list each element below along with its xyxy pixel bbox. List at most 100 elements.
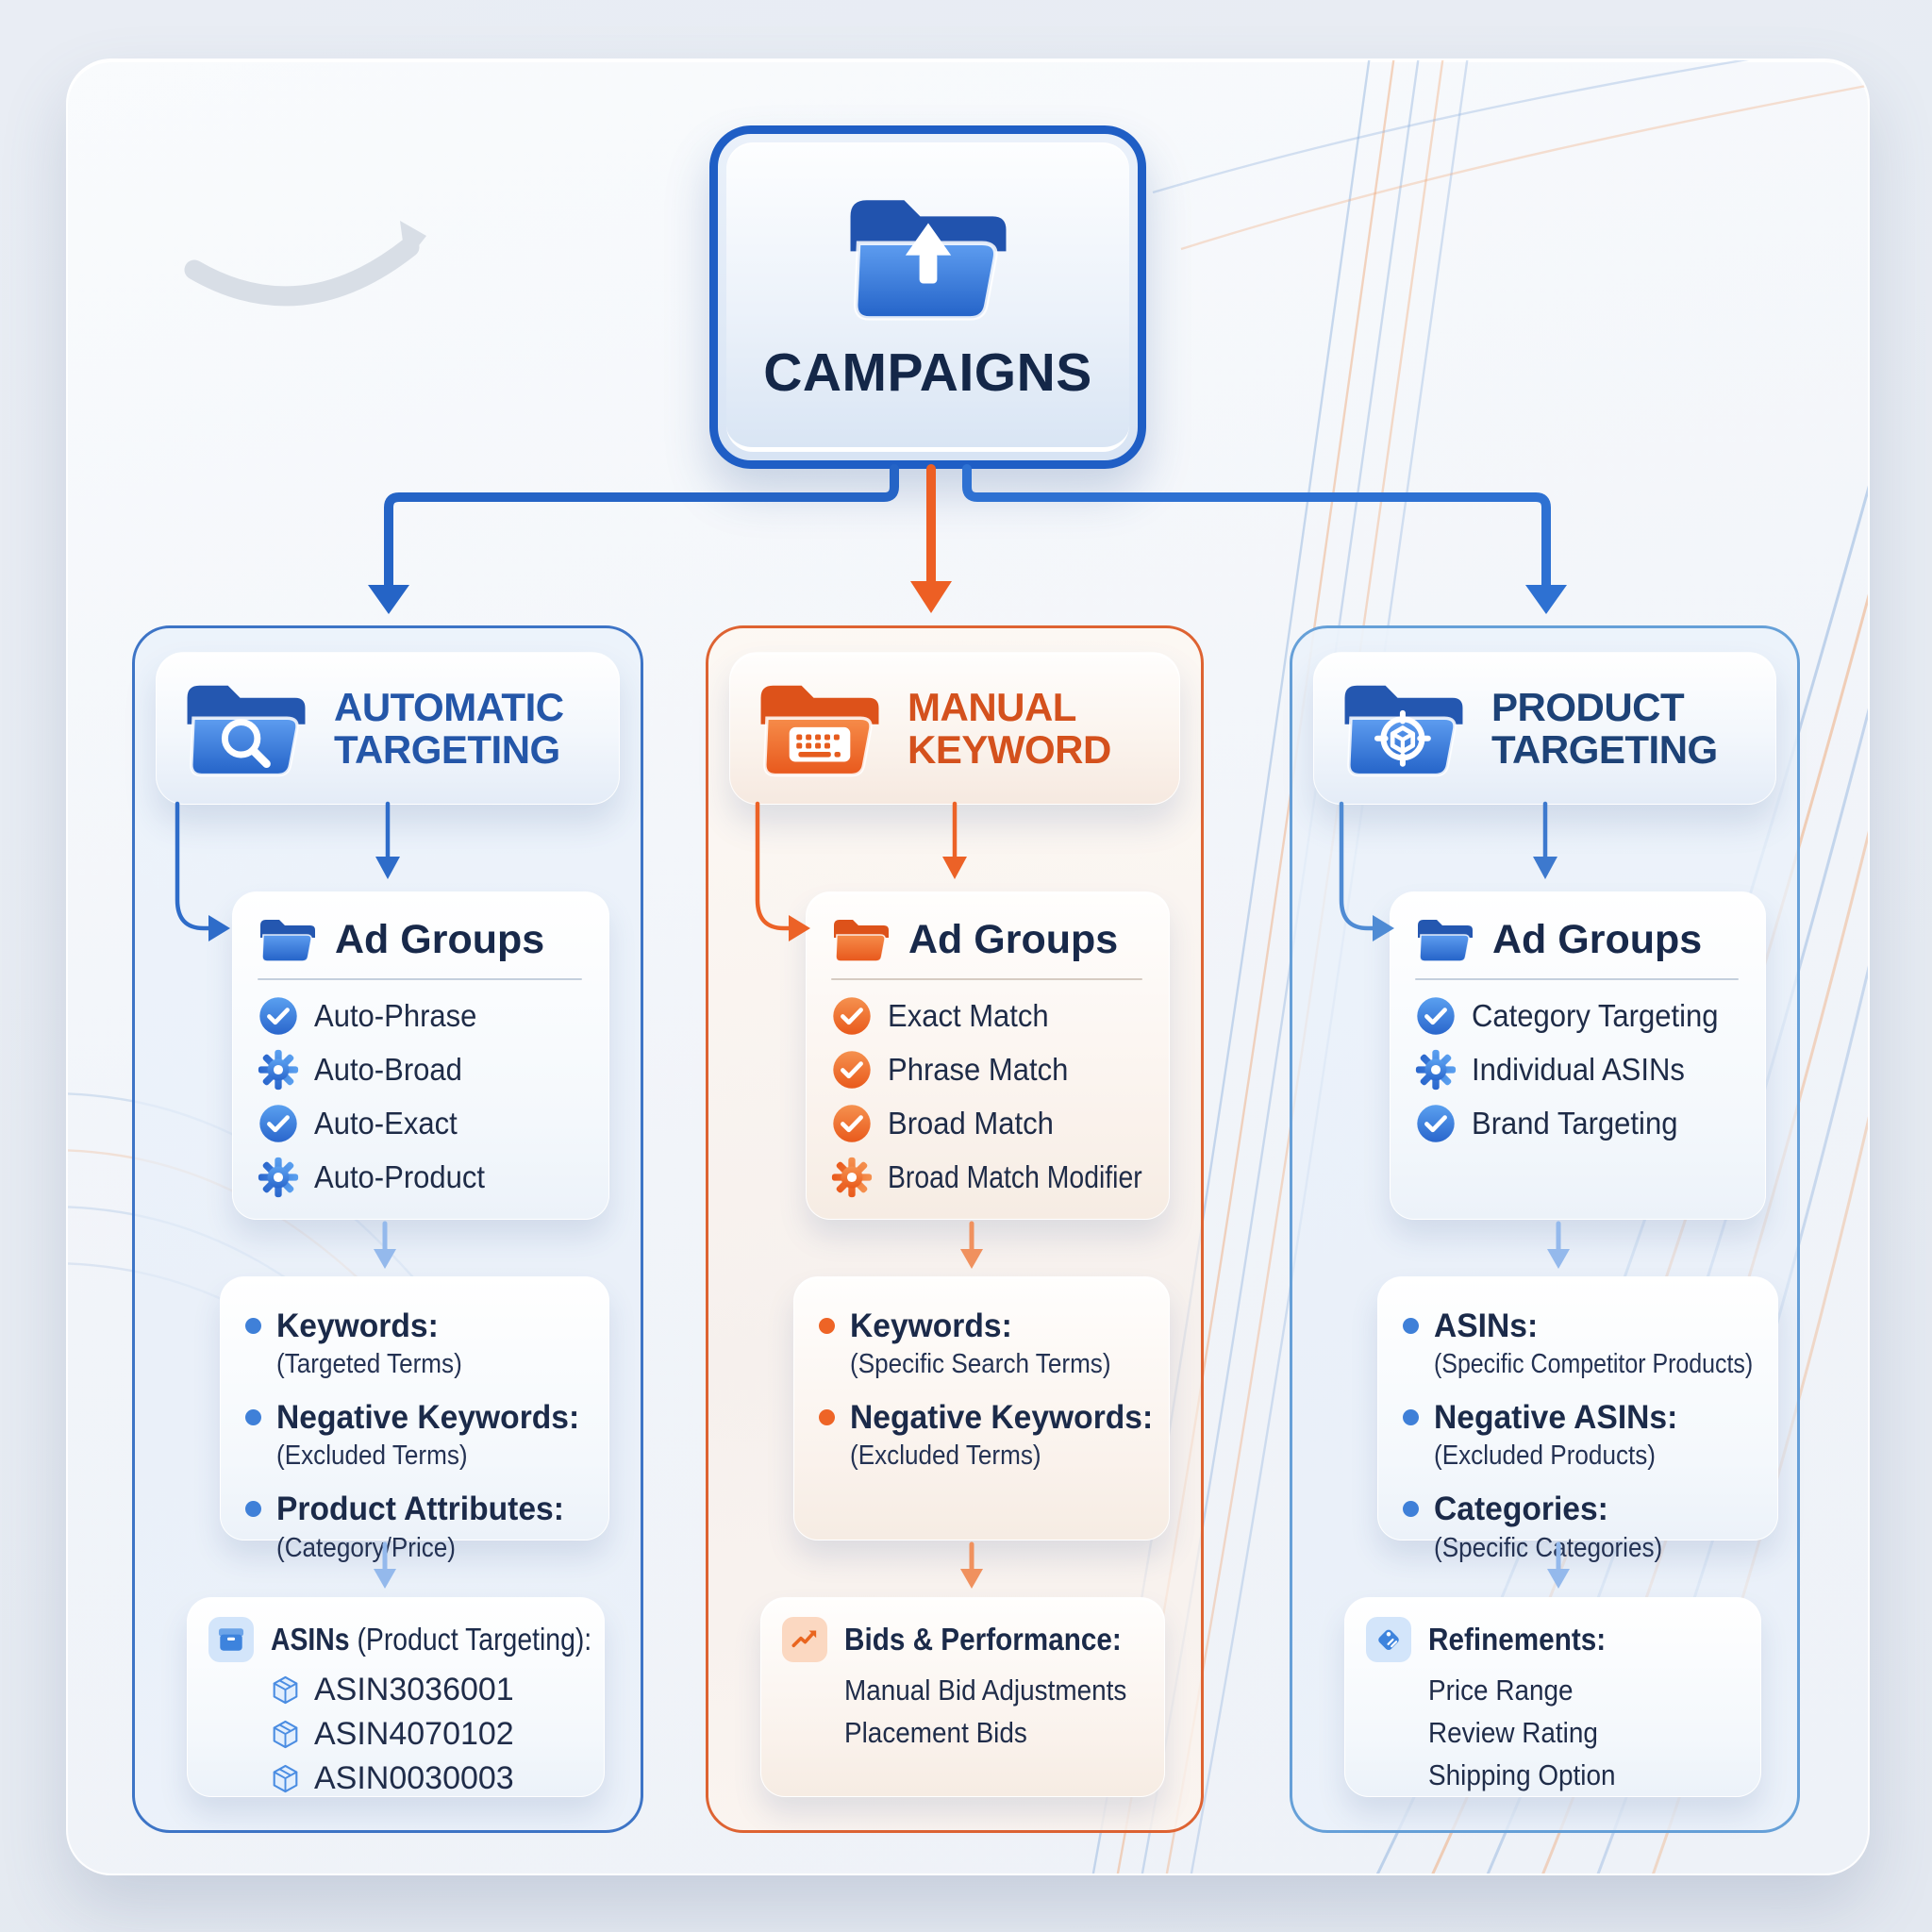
ad-groups-title: Ad Groups — [908, 916, 1119, 962]
list-item: Brand Targeting — [1415, 1103, 1740, 1144]
folder-icon — [258, 915, 318, 964]
ad-groups-title: Ad Groups — [335, 916, 545, 962]
asin-code: ASIN3036001 — [314, 1672, 514, 1707]
footer-line: Review Rating — [1428, 1716, 1598, 1749]
detail-subtitle: (Targeted Terms) — [276, 1349, 462, 1380]
detail-subtitle: (Specific Categories) — [1434, 1532, 1663, 1563]
campaigns-panel: CAMPAIGNS — [726, 142, 1129, 452]
tag-icon — [1366, 1617, 1411, 1662]
folder-upload-icon — [842, 187, 1014, 326]
bullet-icon — [1403, 1409, 1419, 1426]
detail-subtitle: (Excluded Terms) — [850, 1441, 1041, 1472]
check-circle-icon — [1415, 1103, 1457, 1144]
package-cube-icon — [269, 1718, 302, 1751]
title-line: AUTOMATIC — [334, 684, 564, 729]
check-circle-icon — [831, 995, 873, 1037]
column-title: AUTOMATIC TARGETING — [334, 684, 564, 772]
amazon-smile-swoosh-icon — [184, 221, 426, 307]
title-line: TARGETING — [1491, 727, 1718, 772]
targeting-details-box: Keywords: (Targeted Terms) Negative Keyw… — [220, 1276, 609, 1562]
gear-icon — [258, 1157, 299, 1198]
folder-search-icon — [181, 675, 311, 781]
title-line: KEYWORD — [908, 727, 1111, 772]
ad-groups-box: Ad Groups Auto-Phrase Auto-Broad Auto-Ex… — [232, 891, 609, 1220]
archive-box-icon — [208, 1617, 254, 1662]
divider — [1415, 978, 1739, 980]
detail-row: Negative Keywords: (Excluded Terms) — [819, 1399, 1154, 1472]
bids-lines: Manual Bid Adjustments Placement Bids — [844, 1674, 1143, 1750]
asins-box: ASINs (Product Targeting): ASIN3036001 A… — [187, 1597, 605, 1797]
ad-group-list: Exact Match Phrase Match Broad Match Bro… — [831, 995, 1144, 1198]
list-item: Auto-Broad — [258, 1049, 584, 1091]
list-item-label: Broad Match Modifier — [888, 1159, 1142, 1194]
bullet-icon — [1403, 1318, 1419, 1334]
product-details-box: ASINs: (Specific Competitor Products) Ne… — [1377, 1276, 1778, 1562]
check-circle-icon — [831, 1049, 873, 1091]
list-item: Auto-Exact — [258, 1103, 584, 1144]
footer-line: Shipping Option — [1428, 1758, 1616, 1791]
detail-title: Keywords: — [850, 1307, 1012, 1344]
detail-title: ASINs: — [1434, 1307, 1539, 1344]
list-item-label: Auto-Phrase — [314, 998, 477, 1033]
detail-subtitle: (Excluded Terms) — [276, 1441, 468, 1472]
list-item: Auto-Product — [258, 1157, 584, 1198]
list-item: ASIN0030003 — [269, 1760, 583, 1797]
list-item: Phrase Match — [831, 1049, 1144, 1091]
footer-line: Placement Bids — [844, 1716, 1027, 1749]
title-line: MANUAL — [908, 684, 1076, 729]
refinements-lines: Price Range Review Rating Shipping Optio… — [1428, 1674, 1740, 1792]
list-item: Broad Match Modifier — [831, 1157, 1144, 1198]
check-circle-icon — [258, 995, 299, 1037]
bids-title: Bids & Performance: — [844, 1621, 1122, 1657]
asin-code: ASIN0030003 — [314, 1760, 514, 1796]
folder-icon — [831, 915, 891, 964]
detail-title: Negative ASINs: — [1434, 1399, 1678, 1437]
manual-keyword-header: MANUAL KEYWORD — [729, 652, 1180, 805]
detail-title: Keywords: — [276, 1307, 439, 1344]
column-product-targeting: PRODUCT TARGETING Ad Groups Category Tar… — [1290, 625, 1800, 1833]
refinements-box: Refinements: Price Range Review Rating S… — [1344, 1597, 1761, 1797]
list-item: ASIN3036001 — [269, 1672, 583, 1708]
ad-groups-header: Ad Groups — [258, 915, 584, 964]
list-item-label: Individual ASINs — [1472, 1052, 1685, 1087]
bullet-icon — [245, 1409, 261, 1426]
product-targeting-header: PRODUCT TARGETING — [1313, 652, 1776, 805]
list-item: Individual ASINs — [1415, 1049, 1740, 1091]
check-circle-icon — [1415, 995, 1457, 1037]
gear-icon — [831, 1157, 873, 1198]
column-manual-keyword: MANUAL KEYWORD Ad Groups Exact Match Phr… — [706, 625, 1204, 1833]
refinements-header: Refinements: — [1366, 1617, 1740, 1662]
list-item: ASIN4070102 — [269, 1716, 583, 1753]
title-line: PRODUCT — [1491, 684, 1685, 729]
asin-code: ASIN4070102 — [314, 1716, 514, 1752]
list-item-label: Auto-Product — [314, 1159, 486, 1194]
list-item: Exact Match — [831, 995, 1144, 1037]
title-line: TARGETING — [334, 727, 560, 772]
ad-groups-header: Ad Groups — [831, 915, 1144, 964]
ad-group-list: Category Targeting Individual ASINs Bran… — [1415, 995, 1740, 1144]
detail-title: Categories: — [1434, 1491, 1608, 1528]
detail-title: Negative Keywords: — [850, 1399, 1154, 1437]
ad-group-list: Auto-Phrase Auto-Broad Auto-Exact Auto-P… — [258, 995, 584, 1198]
campaigns-node: CAMPAIGNS — [709, 125, 1146, 469]
trend-up-icon — [782, 1617, 827, 1662]
list-item-label: Auto-Exact — [314, 1106, 458, 1141]
detail-row: Keywords: (Specific Search Terms) — [819, 1307, 1150, 1380]
list-item-label: Brand Targeting — [1472, 1106, 1678, 1141]
divider — [831, 978, 1142, 980]
detail-row: Negative ASINs: (Excluded Products) — [1403, 1399, 1758, 1472]
check-circle-icon — [831, 1103, 873, 1144]
folder-icon — [1415, 915, 1475, 964]
bids-performance-box: Bids & Performance: Manual Bid Adjustmen… — [760, 1597, 1165, 1797]
list-item-label: Phrase Match — [888, 1052, 1069, 1087]
detail-row: Categories: (Specific Categories) — [1403, 1491, 1758, 1563]
campaigns-title: CAMPAIGNS — [763, 341, 1092, 403]
list-item-label: Category Targeting — [1472, 998, 1719, 1033]
bullet-icon — [819, 1409, 835, 1426]
list-item: Auto-Phrase — [258, 995, 584, 1037]
ad-groups-title: Ad Groups — [1492, 916, 1703, 962]
detail-row: Product Attributes: (Category/Price) — [245, 1491, 590, 1563]
bullet-icon — [245, 1318, 261, 1334]
automatic-targeting-header: AUTOMATIC TARGETING — [156, 652, 620, 805]
list-item-label: Auto-Broad — [314, 1052, 462, 1087]
